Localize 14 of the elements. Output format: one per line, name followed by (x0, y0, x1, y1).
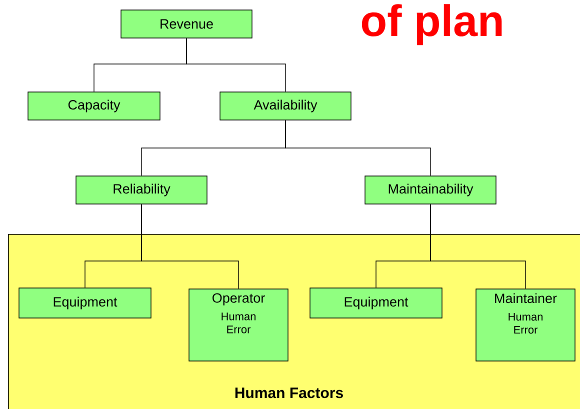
connector-line (186, 38, 286, 92)
tree-box: Equipment (310, 288, 442, 318)
tree-box: Maintainer Human Error (476, 288, 576, 362)
connector-line (430, 204, 526, 289)
tree-box: Operator Human Error (188, 288, 288, 362)
tree-box: Availability (220, 92, 352, 120)
connector-line (141, 204, 239, 289)
tree-box: Equipment (18, 288, 152, 318)
connector-line (285, 120, 431, 176)
tree-box: Capacity (28, 92, 160, 120)
tree-box: Revenue (120, 10, 252, 38)
tree-box: Reliability (76, 176, 208, 204)
title: of plan (362, 4, 502, 46)
tree-box: Maintainability (364, 176, 496, 204)
